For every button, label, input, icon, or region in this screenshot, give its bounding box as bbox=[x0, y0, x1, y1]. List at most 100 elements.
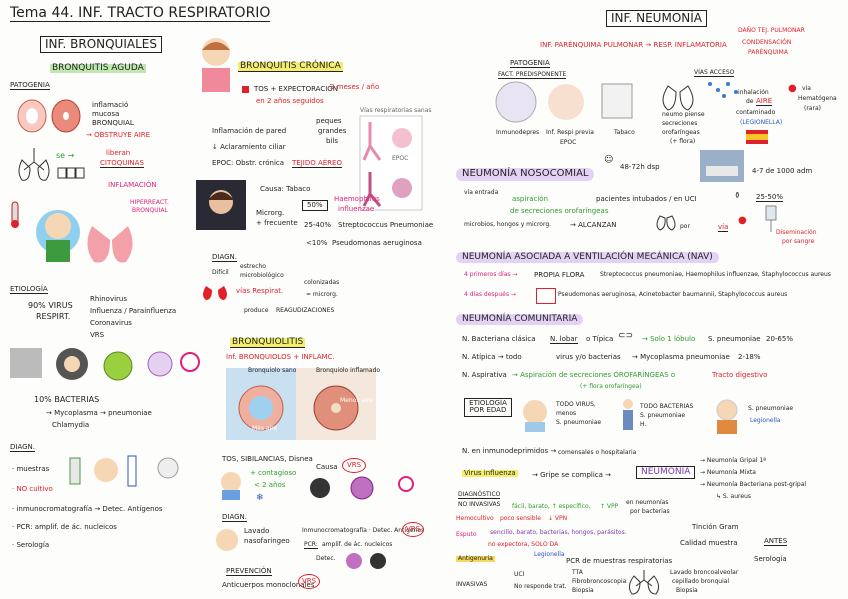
text-bronquial: BRONQUIAL bbox=[92, 119, 134, 127]
text-comensales: comensales o hospitalaria bbox=[558, 449, 637, 456]
icu-patient-photo bbox=[700, 150, 744, 182]
text-flora-orofaringea: (+ flora orofaríngea) bbox=[580, 383, 642, 390]
heading-bronquitis-cronica: BRONQUITIS CRÓNICA bbox=[238, 61, 343, 73]
text-aspiracion: aspiración bbox=[512, 195, 549, 203]
text-dano-tej: DAÑO TEJ. PULMONAR bbox=[738, 27, 805, 34]
text-25-50pct: 25-50% bbox=[756, 193, 783, 203]
contaminated-air-icon bbox=[708, 82, 738, 98]
label-fact-predisp: FACT. PREDISPONENTE bbox=[498, 71, 567, 80]
text-grandes: grandes bbox=[318, 127, 347, 135]
text-vias-respirat: vías Respirat. bbox=[236, 287, 284, 295]
text-definicion: INF. PARÉNQUIMA PULMONAR → RESP. INFLAMA… bbox=[540, 41, 727, 49]
baby-nebulizer-icon bbox=[221, 472, 241, 500]
snowflake-icon: ❄ bbox=[256, 493, 264, 503]
text-secreciones-r: secreciones bbox=[662, 120, 698, 127]
text-nav-strep: Streptococcus pneumoniae, Haemophilus in… bbox=[600, 271, 831, 278]
text-fibrobroncoscopia: Fibrobroncoscopia bbox=[572, 578, 627, 585]
heading-bronquiolitis: BRONQUIOLITIS bbox=[230, 337, 306, 349]
label-patogenia: PATOGENIA bbox=[10, 81, 50, 91]
text-legionella-antigen: Legionella bbox=[534, 551, 565, 558]
text-inflamacion-cito: INFLAMACIÓN bbox=[108, 181, 157, 189]
text-produce: produce bbox=[244, 307, 269, 314]
diagn-item: · Serología bbox=[12, 541, 50, 549]
text-lavado: Lavado bbox=[244, 527, 270, 535]
bronchiole-figure bbox=[226, 368, 376, 440]
text-pcr: PCR: bbox=[304, 541, 318, 550]
text-esputo: Esputo bbox=[456, 531, 477, 538]
text-uci: UCI bbox=[514, 571, 525, 578]
text-hematogena: Hematógena bbox=[798, 95, 837, 102]
diagn-item: · muestras bbox=[12, 465, 50, 473]
vrs-circle-badge: VRS bbox=[402, 522, 425, 538]
woman-illustration bbox=[202, 38, 230, 92]
text-aspiracion-secreciones: → Aspiración de secreciones OROFARÍNGEAS… bbox=[512, 371, 676, 379]
virus-item: Coronavirus bbox=[90, 319, 132, 327]
text-amplif: amplif. de ác. nucleicos bbox=[322, 541, 393, 548]
box-neumonia: NEUMONÍA bbox=[636, 466, 696, 480]
label-no-invasivas: NO INVASIVAS bbox=[458, 501, 501, 508]
person-icon: ☺ bbox=[604, 155, 614, 165]
lungs-red-icon bbox=[203, 286, 227, 300]
text-inmunocromatografia: Inmunocromatografía · Detec. Antígenos bbox=[302, 527, 425, 534]
text-neumonia-mixta: → Neumonía Mixta bbox=[700, 469, 756, 476]
text-4-dias-despues: 4 días después → bbox=[464, 291, 516, 298]
text-colonizadas: colonizadas bbox=[304, 279, 340, 286]
text-neumonia-bacteriana: → Neumonía Bacteriana post-gripal bbox=[700, 481, 807, 488]
text-hemocultivo: Hemocultivo bbox=[456, 515, 494, 522]
text-haemophilus: Haemophilus bbox=[334, 195, 380, 203]
text-pacientes-intubados: pacientes intubados / en UCI bbox=[596, 195, 697, 203]
text-tipica: o Típica bbox=[586, 335, 614, 343]
text-legionela: (LEGIONELLA) bbox=[740, 119, 783, 126]
text-4-7-de-1000: 4-7 de 1000 adm bbox=[752, 167, 813, 175]
fig-title-vias-sanas: Vías respiratorias sanas bbox=[360, 107, 432, 114]
lungs-mini-icon bbox=[662, 85, 694, 111]
text-chlamydia: Chlamydia bbox=[52, 421, 90, 429]
heading-nav: NEUMONÍA ASOCIADA A VENTILACIÓN MECÁNICA… bbox=[456, 252, 719, 264]
label-menos-aire: Menos aire bbox=[340, 397, 373, 404]
text-s-pneumo-baby: S. pneumoniae bbox=[556, 419, 602, 426]
text-respirt: RESPIRT. bbox=[36, 312, 71, 321]
text-vpn: ↓ VPN bbox=[548, 515, 568, 522]
text-via-entrada: vía entrada bbox=[464, 189, 499, 196]
heading-neumonia-nosocomial: NEUMONÍA NOSOCOMIAL bbox=[456, 168, 595, 181]
text-anticuerpos: Anticuerpos monoclonales bbox=[222, 581, 315, 589]
text-tabaco-r: Tabaco bbox=[614, 129, 635, 136]
text-bils: bils bbox=[326, 137, 338, 145]
label-patogenia-neumonia: PATOGENIA bbox=[510, 59, 550, 69]
text-diseminacion: Diseminación bbox=[776, 229, 817, 236]
text-s-pneumo-adult: S. pneumoniae bbox=[640, 412, 686, 419]
viruses-illustration bbox=[10, 348, 200, 381]
label-vias-acceso: VÍAS ACCESO bbox=[694, 69, 735, 78]
iv-drip-icon bbox=[765, 205, 777, 232]
text-inmunodepres: Inmunodepres bbox=[496, 129, 540, 136]
text-hiperreact: HIPERREACT. bbox=[130, 199, 169, 206]
text-nasofaringeo: nasofaríngeo bbox=[244, 537, 290, 545]
vrs-circle-badge: VRS bbox=[298, 574, 321, 590]
text-lobar: N. lobar bbox=[550, 335, 578, 345]
text-h: H. bbox=[640, 421, 647, 428]
label-bronquiolo-sano: Bronquiolo sano bbox=[248, 367, 297, 374]
text-biopsia2: Biopsia bbox=[676, 587, 698, 594]
text-de: de bbox=[746, 98, 754, 105]
text-gripe-complica: → Gripe se complica → bbox=[532, 471, 612, 479]
text-microrg: Microrg. bbox=[256, 209, 285, 217]
label-prevencion: PREVENCIÓN bbox=[226, 567, 272, 577]
text-pcr-muestras: PCR de muestras respiratorias bbox=[566, 557, 673, 565]
adult-icon bbox=[623, 399, 633, 430]
virus-item: Rhinovirus bbox=[90, 295, 128, 303]
lungs-icon: ⊂⊃ bbox=[618, 331, 634, 341]
text-se: se → bbox=[56, 151, 75, 160]
baby-icon bbox=[523, 400, 547, 432]
text-aclaramiento: ↓ Aclaramiento ciliar bbox=[212, 143, 286, 151]
text-hiperreact-bronquial: BRONQUIAL bbox=[132, 207, 168, 214]
text-de-secreciones: de secreciones orofaríngeas bbox=[510, 207, 609, 215]
text-tincion-gram: Tinción Gram bbox=[692, 523, 739, 531]
diagn-item: · PCR: amplif. de ác. nucleicos bbox=[12, 523, 117, 531]
text-condensacion: CONDENSACIÓN bbox=[742, 39, 792, 46]
text-n-atipica: N. Atípica → todo bbox=[462, 353, 522, 361]
text-mucosa: mucosa bbox=[92, 110, 120, 118]
text-detec: Detec. bbox=[316, 555, 336, 562]
text-epoc: EPOC: Obstr. crónica bbox=[212, 159, 285, 167]
sample-icons bbox=[69, 455, 179, 487]
text-por: por bbox=[680, 223, 690, 230]
